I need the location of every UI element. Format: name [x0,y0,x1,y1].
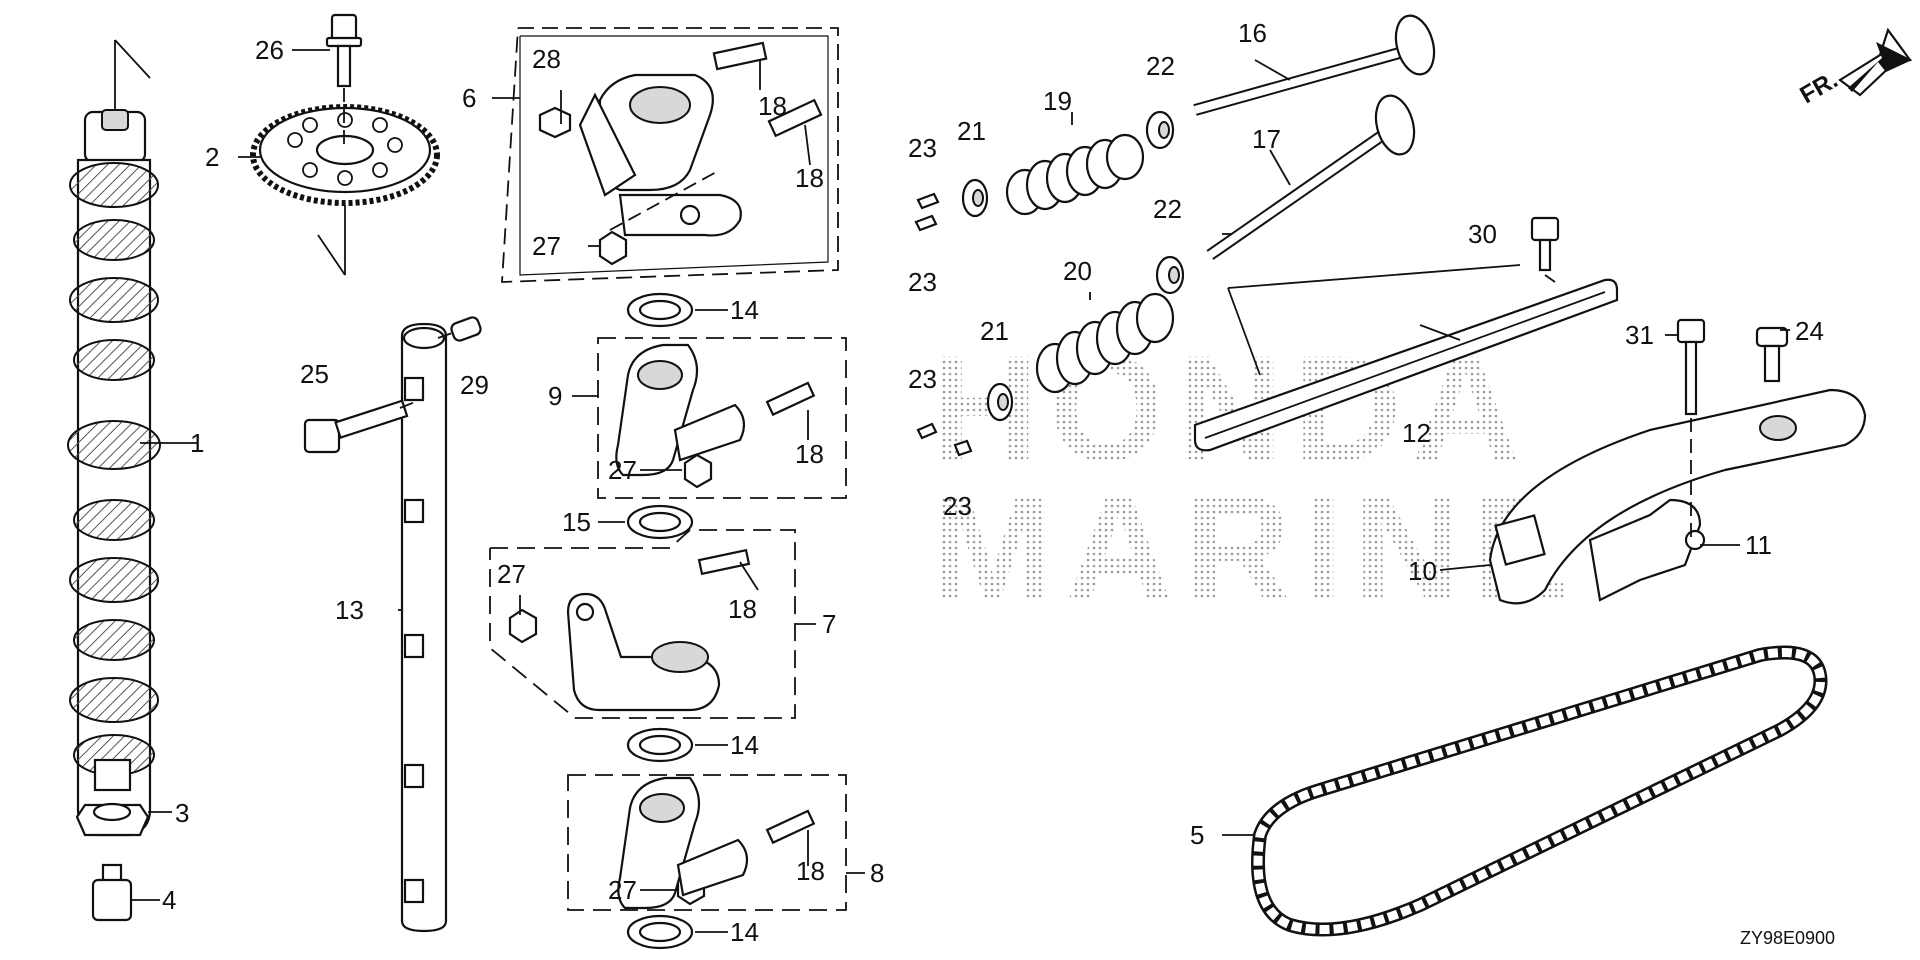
front-mark: FR. [1796,66,1843,109]
callout-22b: 22 [1153,194,1182,224]
callout-21a: 21 [957,116,986,146]
callout-6: 6 [462,83,476,113]
callout-23b: 23 [908,267,937,297]
callout-23c: 23 [908,364,937,394]
callout-29: 29 [460,370,489,400]
callout-2: 2 [205,142,219,172]
callout-7: 7 [822,609,836,639]
nut-28 [538,106,572,139]
diagram-code: ZY98E0900 [1740,928,1835,948]
dowel-pin-29 [437,316,482,342]
callout-16: 16 [1238,18,1267,48]
callout-23a: 23 [908,133,937,163]
callout-10: 10 [1408,556,1437,586]
bolt-25 [303,399,421,454]
callout-28: 28 [532,44,561,74]
rocker-arm-shaft [400,322,448,933]
callout-27b: 27 [608,455,637,485]
valve-springs [1005,133,1175,394]
camshaft [67,39,161,837]
bolts-24-30-31 [1530,216,1789,540]
chain-guide-12 [1193,278,1619,452]
callout-31: 31 [1625,320,1654,350]
callout-14a: 14 [730,295,759,325]
callout-15: 15 [562,507,591,537]
callout-9: 9 [548,381,562,411]
callout-1: 1 [190,428,204,458]
timing-chain [1251,645,1828,937]
leader-lines [131,49,1790,933]
callout-14b: 14 [730,730,759,760]
callout-18a: 18 [758,91,787,121]
callout-14c: 14 [730,917,759,947]
callout-25: 25 [300,359,329,389]
callout-18c: 18 [795,439,824,469]
retainers-and-keepers [914,110,1185,457]
watermark-line-2: MARINE [930,464,1582,632]
callout-8: 8 [870,858,884,888]
callout-4: 4 [162,885,176,915]
callout-11: 11 [1745,530,1772,560]
rocker-arm-9 [615,343,816,477]
callout-17: 17 [1252,124,1281,154]
rocker-arm-8 [617,776,816,910]
callout-26: 26 [255,35,284,65]
cam-sprocket-gear [250,104,440,276]
callout-30: 30 [1468,219,1497,249]
callout-12: 12 [1402,418,1431,448]
callout-21b: 21 [980,316,1009,346]
watermark: HONDA MARINE [930,324,1582,632]
tensioner-arm-10 [1488,388,1867,605]
bolt-26 [325,13,363,150]
callout-20: 20 [1063,256,1092,286]
callout-23d: 23 [943,491,972,521]
camshaft-holder [75,802,150,837]
callout-18b: 18 [795,163,824,193]
callout-19: 19 [1043,86,1072,116]
rocker-arm-assembly-6 [578,41,823,237]
washers [626,292,694,950]
rocker-arm-7 [566,548,751,712]
callout-27a: 27 [532,231,561,261]
front-direction-indicator: FR. [1796,27,1912,109]
callout-labels: 1 2 3 4 5 6 7 8 9 10 11 12 13 14 14 14 1… [162,18,1824,947]
callout-27d: 27 [608,875,637,905]
bearing-4 [91,863,133,922]
callout-5: 5 [1190,820,1204,850]
callout-13: 13 [335,595,364,625]
callout-18d: 18 [728,594,757,624]
callout-22a: 22 [1146,51,1175,81]
callout-27c: 27 [497,559,526,589]
valves [1193,14,1436,260]
callout-3: 3 [175,798,189,828]
callout-18e: 18 [796,856,825,886]
callout-24: 24 [1795,316,1824,346]
